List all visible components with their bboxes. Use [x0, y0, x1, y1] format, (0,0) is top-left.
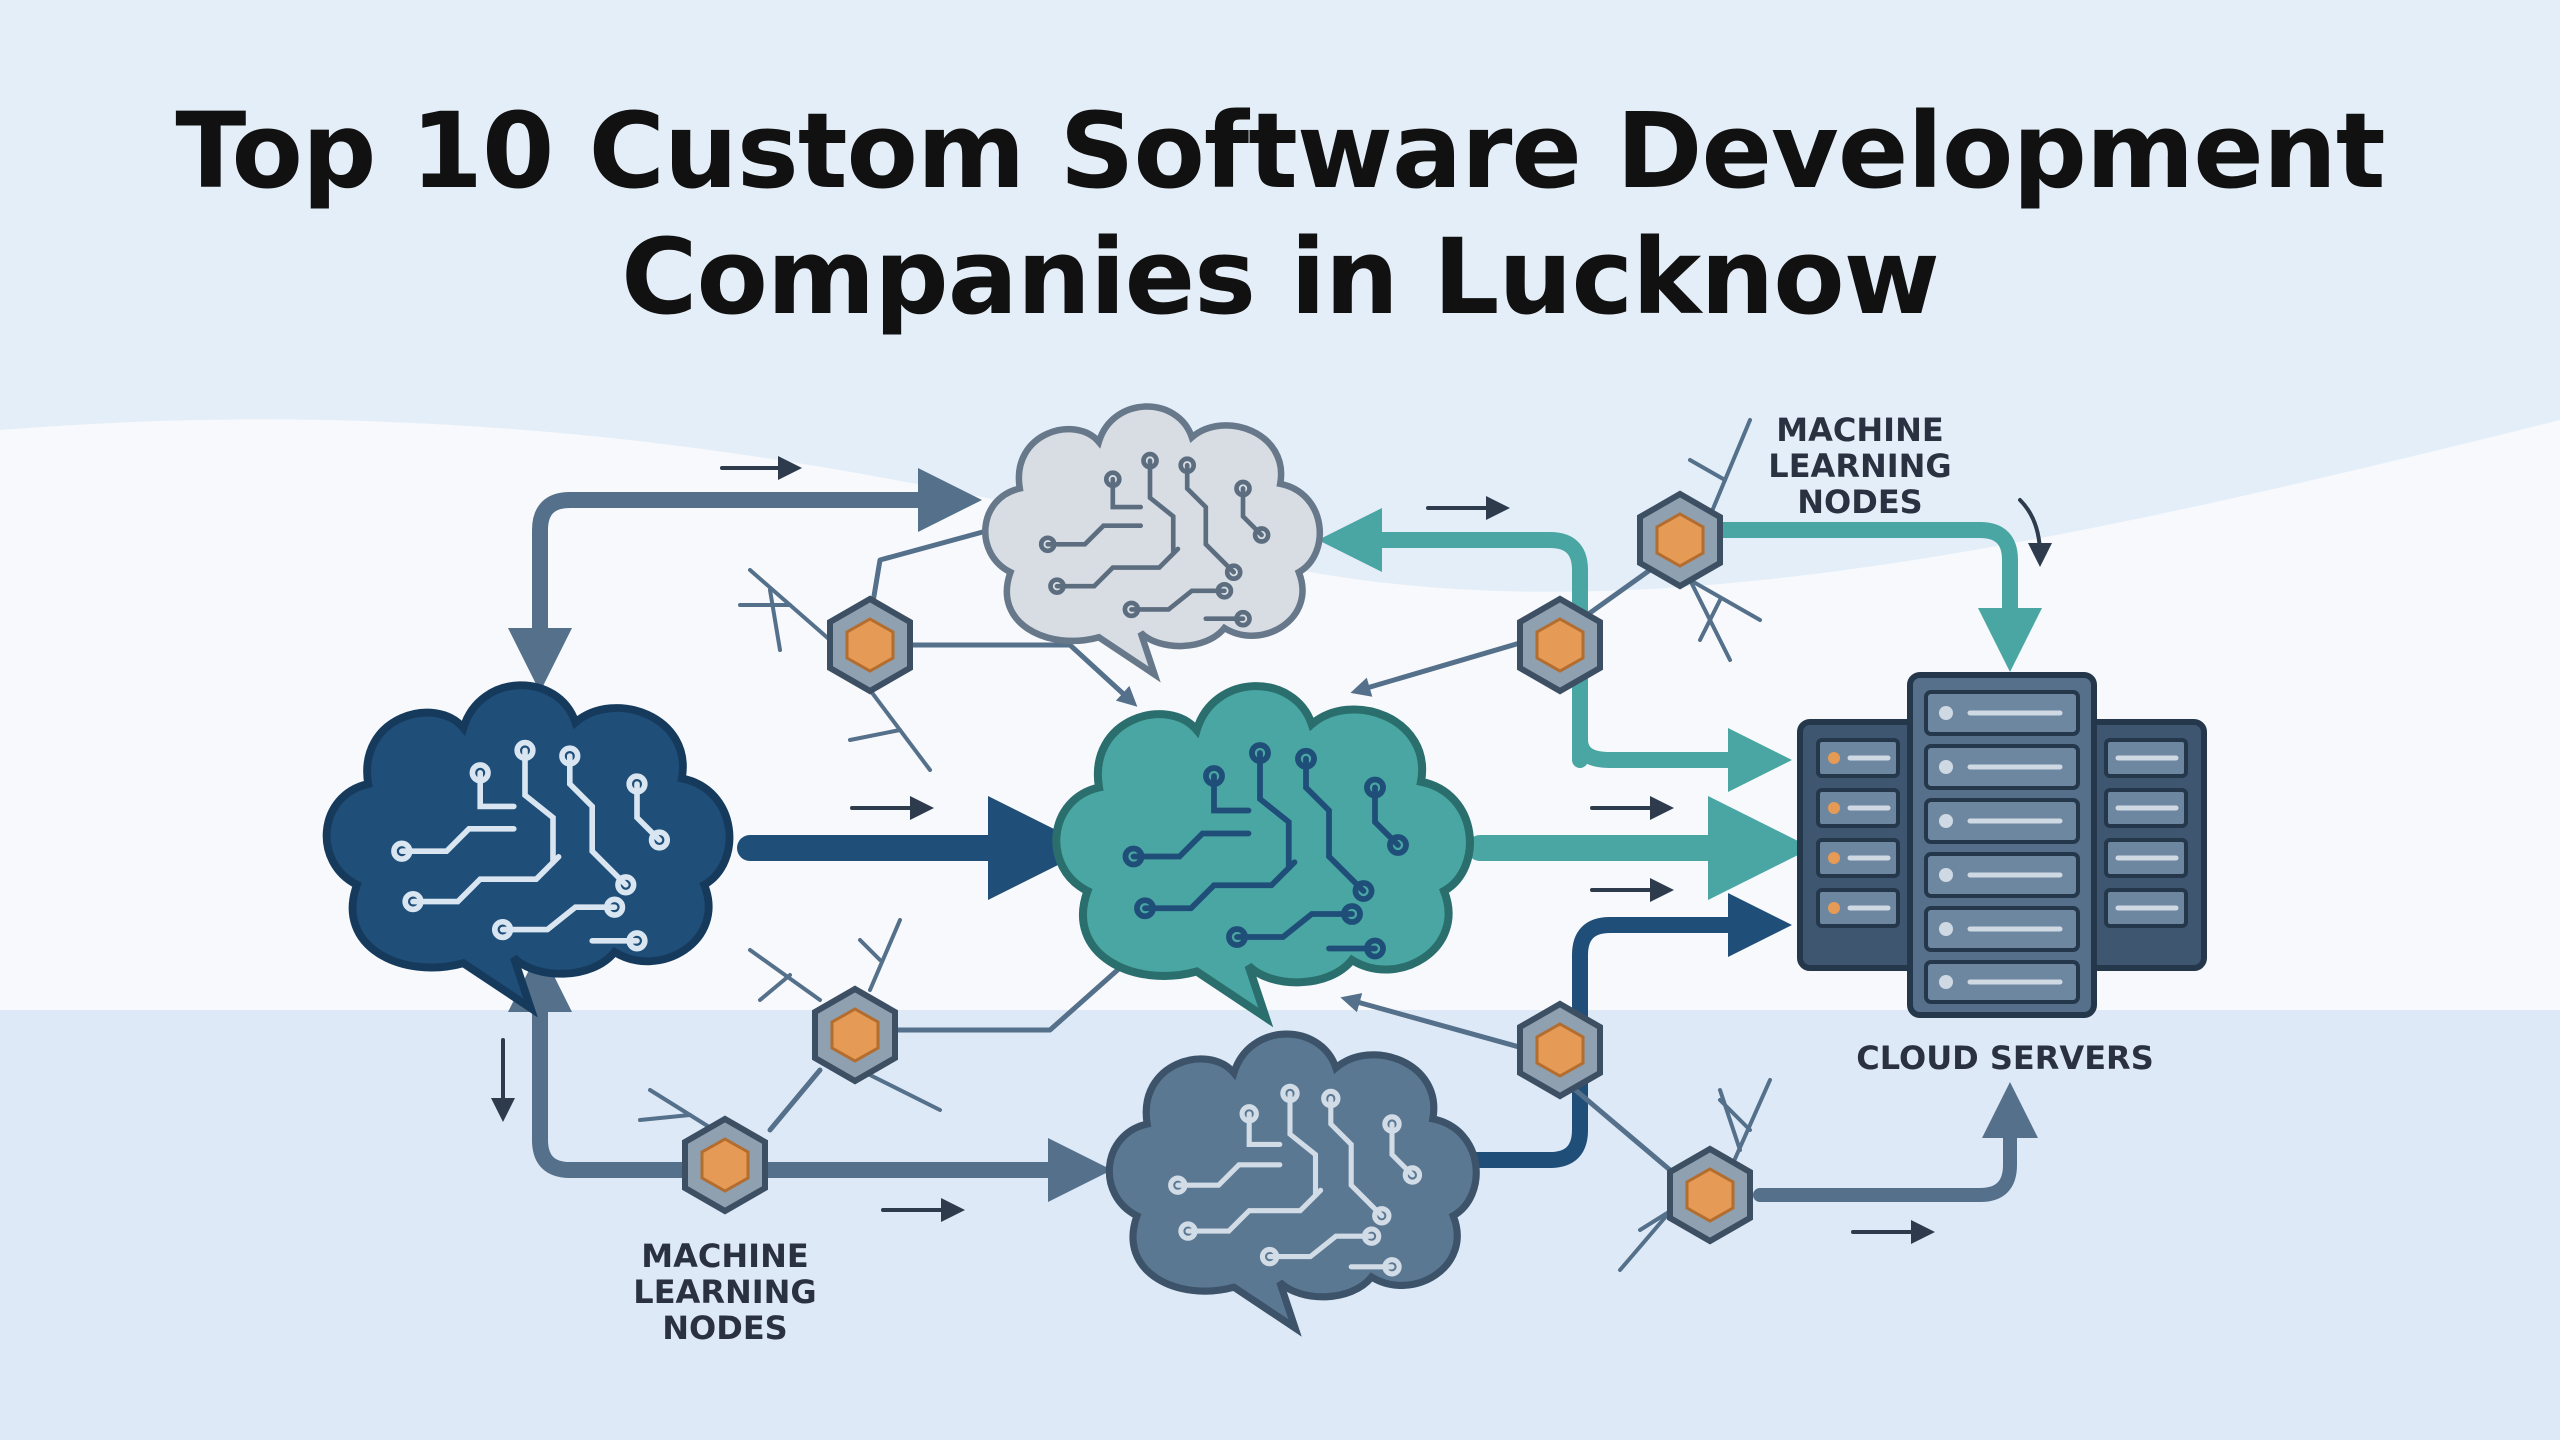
ml-nodes-label-bottom-line-2: LEARNING: [633, 1273, 817, 1311]
hexagon-node-icon: [1520, 1004, 1600, 1096]
hexagon-node-icon: [815, 989, 895, 1081]
brain-icon-top: [985, 407, 1320, 675]
page-title: Top 10 Custom Software Development Compa…: [0, 88, 2560, 340]
ml-nodes-label-top-line-1: MACHINE: [1776, 411, 1944, 449]
ml-nodes-label-top-line-2: LEARNING: [1768, 447, 1952, 485]
arrow-loop-top: [532, 468, 982, 658]
title-line-1: Top 10 Custom Software Development: [175, 90, 2385, 212]
brain-icon-bottom: [1109, 1034, 1476, 1328]
title-line-2: Companies in Lucknow: [621, 216, 1940, 338]
arrow-teal-top: [1318, 508, 1588, 768]
ml-nodes-label-bottom-line-1: MACHINE: [641, 1237, 809, 1275]
hexagon-node-icon: [1640, 494, 1720, 586]
arrow-teal-to-server: [1572, 692, 1792, 792]
cloud-servers-label: CLOUD SERVERS: [1856, 1039, 2154, 1077]
brain-icon-left: [327, 685, 730, 1008]
hexagon-node-icon: [685, 1119, 765, 1211]
hexagon-node-icon: [1520, 599, 1600, 691]
brain-icon-center: [1056, 686, 1470, 1017]
ml-nodes-label-top: MACHINE LEARNING NODES: [1730, 412, 1990, 520]
ml-nodes-label-top-line-3: NODES: [1797, 483, 1923, 521]
ml-nodes-label-bottom: MACHINE LEARNING NODES: [600, 1238, 850, 1346]
connectors: [491, 418, 2052, 1272]
arrow-bottom-right: [1753, 1082, 2038, 1202]
hexagon-node-icon: [1670, 1149, 1750, 1241]
arrow-teal-ml: [1682, 522, 2042, 672]
ml-nodes-label-bottom-line-3: NODES: [662, 1309, 788, 1347]
server-rack-icon: [1797, 672, 2207, 1018]
arrow-loop-bottom: [532, 992, 1112, 1202]
hexagon-node-icon: [830, 599, 910, 691]
